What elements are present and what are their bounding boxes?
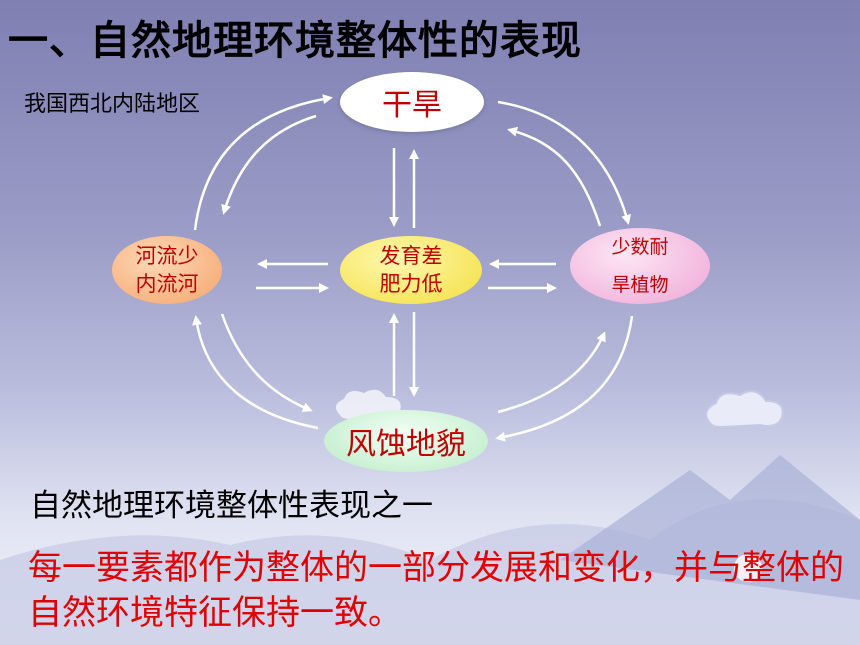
node-rivers-line1: 河流少 (135, 244, 199, 268)
region-label: 我国西北内陆地区 (24, 92, 201, 117)
node-soil-line1: 发育差 (379, 244, 443, 268)
summary-text: 自然地理环境整体性表现之一 (30, 488, 433, 524)
node-landform: 风蚀地貌 (324, 410, 488, 472)
arrow-bottom-to-left (192, 315, 319, 430)
node-vegetation: 少数耐 旱植物 (570, 228, 710, 304)
cloud-decor-right (700, 385, 790, 439)
arrow-top-to-left (221, 114, 317, 215)
node-vegetation-line2: 旱植物 (611, 274, 669, 296)
node-drought-label: 干旱 (382, 88, 442, 123)
arrow-left-to-bottom (220, 313, 313, 412)
arrow-right-to-top (507, 126, 602, 227)
detail-text: 每一要素都作为整体的一部分发展和变化，并与整体的自然环境特征保持一致。 (28, 548, 844, 633)
node-soil-line2: 肥力低 (379, 272, 443, 296)
arrow-bottom-to-right (497, 331, 606, 414)
node-landform-label: 风蚀地貌 (346, 427, 466, 462)
node-soil: 发育差 肥力低 (340, 236, 482, 304)
slide-title: 一、自然地理环境整体性的表现 (8, 18, 582, 64)
node-rivers-line2: 内流河 (135, 272, 199, 296)
node-rivers: 河流少 内流河 (112, 236, 222, 304)
node-drought: 干旱 (340, 72, 484, 132)
arrow-right-to-bottom (495, 315, 634, 442)
arrow-top-to-right (497, 100, 631, 225)
node-vegetation-line1: 少数耐 (611, 236, 669, 258)
arrow-left-to-top (193, 94, 333, 231)
